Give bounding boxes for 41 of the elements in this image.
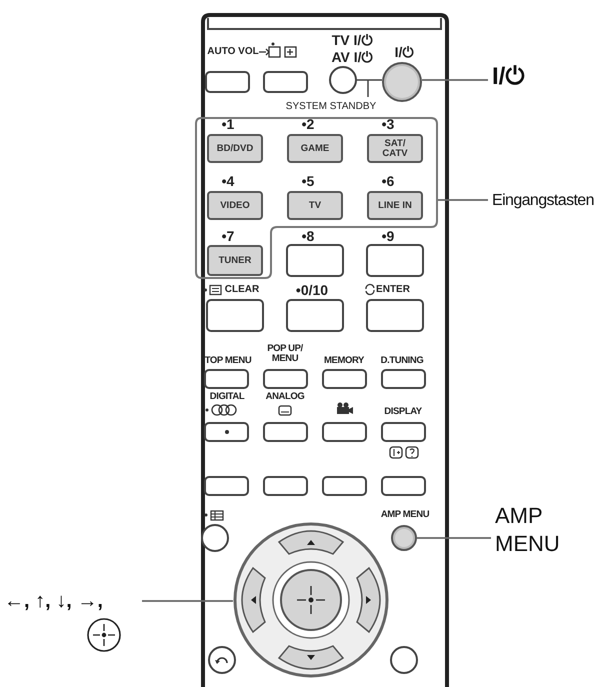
callout-label: Eingangstasten <box>492 190 608 212</box>
button-label: MEMORY <box>324 356 364 366</box>
button-label: •0/10 <box>296 283 328 297</box>
callout-label: AMP MENU <box>495 502 595 562</box>
leader-line <box>422 79 488 81</box>
remote-button: SAT/ CATV <box>367 134 423 163</box>
callout-label: ←, ↑, ↓, →, <box>4 589 103 614</box>
button-label: •4 <box>222 174 234 188</box>
button-label: TV I/⏻ <box>332 33 372 47</box>
button-label: AV I/⏻ <box>331 50 373 64</box>
leader-line <box>417 537 491 539</box>
leader-line <box>438 199 488 201</box>
remote-button: TUNER <box>207 245 263 276</box>
button-label: •9 <box>382 229 394 243</box>
callout-label: I/⏻ <box>492 62 562 92</box>
button-label: •3 <box>382 117 394 131</box>
remote-button: GAME <box>287 134 343 163</box>
leader-line <box>142 600 233 602</box>
remote-button: BD/DVD <box>207 134 263 163</box>
round-button <box>391 525 417 551</box>
remote-button: TV <box>287 191 343 220</box>
button-label: •2 <box>302 117 314 131</box>
button-label: AUTO VOL <box>207 47 259 57</box>
button-label: •6 <box>382 174 394 188</box>
button-label: SYSTEM STANDBY <box>286 102 376 112</box>
button-label: ANALOG <box>266 392 304 402</box>
power-button <box>382 62 422 102</box>
button-label: •5 <box>302 174 314 188</box>
button-label: •8 <box>302 229 314 243</box>
button-label: DISPLAY <box>384 407 422 417</box>
button-label: D.TUNING <box>380 356 424 366</box>
button-label: •7 <box>222 229 234 243</box>
button-label: DIGITAL <box>210 392 244 402</box>
button-label: AMP MENU <box>380 510 430 520</box>
button-label: POP UP/ MENU <box>266 344 304 364</box>
button-label: CLEAR <box>224 285 260 295</box>
remote-button: LINE IN <box>367 191 423 220</box>
button-label: ENTER <box>376 285 410 295</box>
remote-button: VIDEO <box>207 191 263 220</box>
button-label: •1 <box>222 117 234 131</box>
button-label: TOP MENU <box>204 356 252 366</box>
